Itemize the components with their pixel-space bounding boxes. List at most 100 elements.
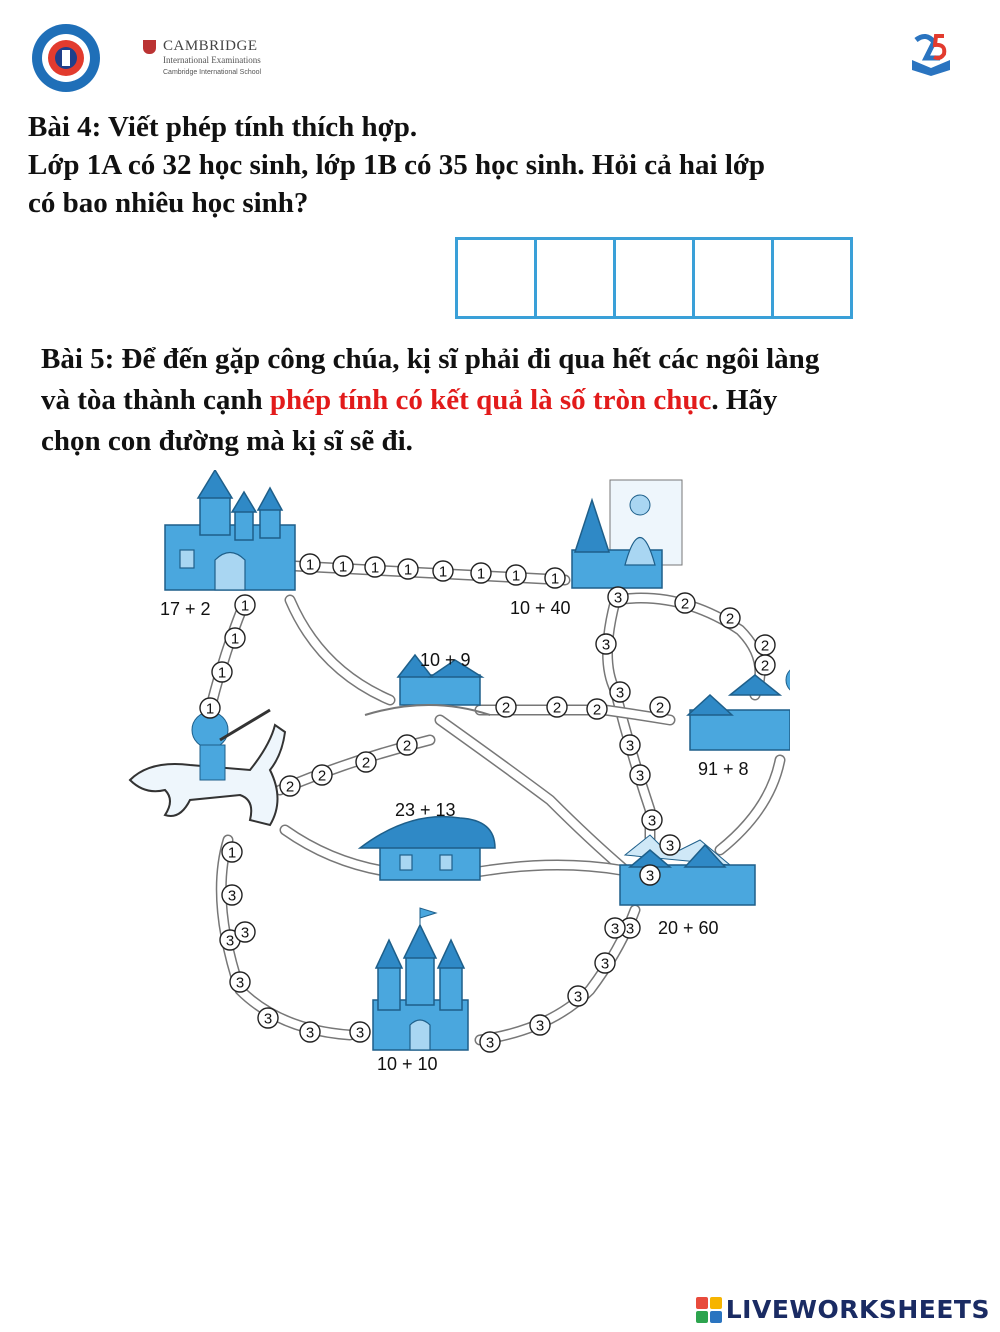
- path-number: 1: [477, 566, 485, 583]
- answer-box-2[interactable]: [534, 237, 616, 319]
- path-number-circle: [299, 1021, 321, 1043]
- path-number-circle: [364, 556, 386, 578]
- path-number-circle: [470, 562, 492, 584]
- path-number-circle: [619, 734, 641, 756]
- answer-box-5[interactable]: [771, 237, 853, 319]
- path-number-circle: [594, 952, 616, 974]
- answer-box-1[interactable]: [455, 237, 537, 319]
- cambridge-shield-icon: [143, 40, 156, 54]
- path-number: 3: [666, 838, 674, 855]
- anniversary-logo: [906, 30, 956, 78]
- path-number-circle: [397, 558, 419, 580]
- path-number-circle: [234, 594, 256, 616]
- exercise-4-title: Bài 4: Viết phép tính thích hợp.: [28, 111, 418, 143]
- cambridge-school: Cambridge International School: [163, 69, 262, 76]
- path-number-circle: [224, 627, 246, 649]
- path-number-circle: [257, 1007, 279, 1029]
- path-number: 3: [646, 868, 654, 885]
- village-mid-icon: [364, 653, 491, 716]
- path-number: 3: [601, 956, 609, 973]
- path-number: 2: [553, 700, 561, 717]
- path-number-circle: [641, 809, 663, 831]
- path-number: 1: [228, 845, 236, 862]
- path-number: 3: [614, 590, 622, 607]
- roads: [204, 560, 786, 1046]
- answer-boxes: [455, 237, 853, 319]
- path-number: 3: [626, 921, 634, 938]
- path-number: 1: [439, 564, 447, 581]
- path-number-circle: [544, 567, 566, 589]
- school-logo: [30, 22, 102, 94]
- answer-box-3[interactable]: [613, 237, 695, 319]
- path-number-circle: [649, 696, 671, 718]
- exercise-5-line2-start: và tòa thành cạnh: [41, 384, 270, 416]
- path-number: 3: [648, 813, 656, 830]
- label-castle-top: 17 + 2: [160, 599, 211, 619]
- path-number-circle: [609, 681, 631, 703]
- path-number-circle: [607, 586, 629, 608]
- path-number: 3: [236, 975, 244, 992]
- path-number-circle: [221, 841, 243, 863]
- path-number: 3: [574, 989, 582, 1006]
- path-number-circle: [495, 696, 517, 718]
- cottage-icon: [357, 815, 496, 881]
- path-number: 3: [241, 925, 249, 942]
- path-number-circle: [674, 592, 696, 614]
- path-number: 2: [656, 700, 664, 717]
- path-number: 1: [306, 557, 314, 574]
- path-number: 3: [306, 1025, 314, 1042]
- path-number: 1: [512, 568, 520, 585]
- path-number: 3: [228, 888, 236, 905]
- path-number-circle: [479, 1031, 501, 1053]
- path-number: 2: [681, 596, 689, 613]
- exercise-4: Bài 4: Viết phép tính thích hợp. Lớp 1A …: [28, 108, 928, 222]
- cambridge-title: CAMBRIDGE: [163, 38, 258, 54]
- exercise-5-line1: Bài 5: Để đến gặp công chúa, kị sĩ phải …: [41, 343, 820, 375]
- path-number-circle: [505, 564, 527, 586]
- cambridge-subtitle: International Examinations: [163, 55, 261, 65]
- knight-map: .road { fill:none; stroke:#777; stroke-w…: [110, 468, 815, 1084]
- path-number: 2: [761, 638, 769, 655]
- path-number-circle: [221, 884, 243, 906]
- path-number: 3: [356, 1025, 364, 1042]
- path-number: 2: [362, 755, 370, 772]
- path-number: 3: [626, 738, 634, 755]
- path-number: 3: [611, 921, 619, 938]
- path-number-circle: [211, 661, 233, 683]
- path-number-circle: [229, 971, 251, 993]
- label-village-mid: 10 + 9: [420, 650, 471, 670]
- path-number-circle: [355, 751, 377, 773]
- path-number-circle: [546, 696, 568, 718]
- liveworksheets-text: LIVEWORKSHEETS: [725, 1295, 990, 1324]
- cambridge-logo: CAMBRIDGE International Examinations Cam…: [143, 38, 261, 76]
- path-number-circle: [604, 917, 626, 939]
- path-number-circle: [586, 698, 608, 720]
- path-number-circle: [754, 654, 776, 676]
- path-number: 2: [286, 779, 294, 796]
- path-number-circle: [279, 775, 301, 797]
- path-number-circle: [396, 734, 418, 756]
- path-number: 1: [218, 665, 226, 682]
- path-number: 2: [318, 768, 326, 785]
- path-number: 3: [536, 1018, 544, 1035]
- path-number: 1: [404, 562, 412, 579]
- path-number: 3: [486, 1035, 494, 1052]
- path-number: 2: [761, 658, 769, 675]
- answer-box-4[interactable]: [692, 237, 774, 319]
- label-town: 20 + 60: [658, 918, 719, 938]
- town-icon: [619, 834, 756, 906]
- path-number: 2: [593, 702, 601, 719]
- path-number: 3: [264, 1011, 272, 1028]
- path-number: 1: [551, 571, 559, 588]
- path-number-circle: [432, 560, 454, 582]
- liveworksheets-logo-icon: [695, 1296, 722, 1323]
- path-number: 3: [616, 685, 624, 702]
- path-number: 2: [726, 611, 734, 628]
- path-number-circle: [595, 633, 617, 655]
- exercise-4-line2: có bao nhiêu học sinh?: [28, 187, 309, 219]
- liveworksheets-brand[interactable]: LIVEWORKSHEETS: [695, 1295, 990, 1324]
- path-number: 1: [231, 631, 239, 648]
- path-number-circle: [719, 607, 741, 629]
- path-number-circle: [639, 864, 661, 886]
- exercise-5-line3: chọn con đường mà kị sĩ sẽ đi.: [41, 425, 413, 457]
